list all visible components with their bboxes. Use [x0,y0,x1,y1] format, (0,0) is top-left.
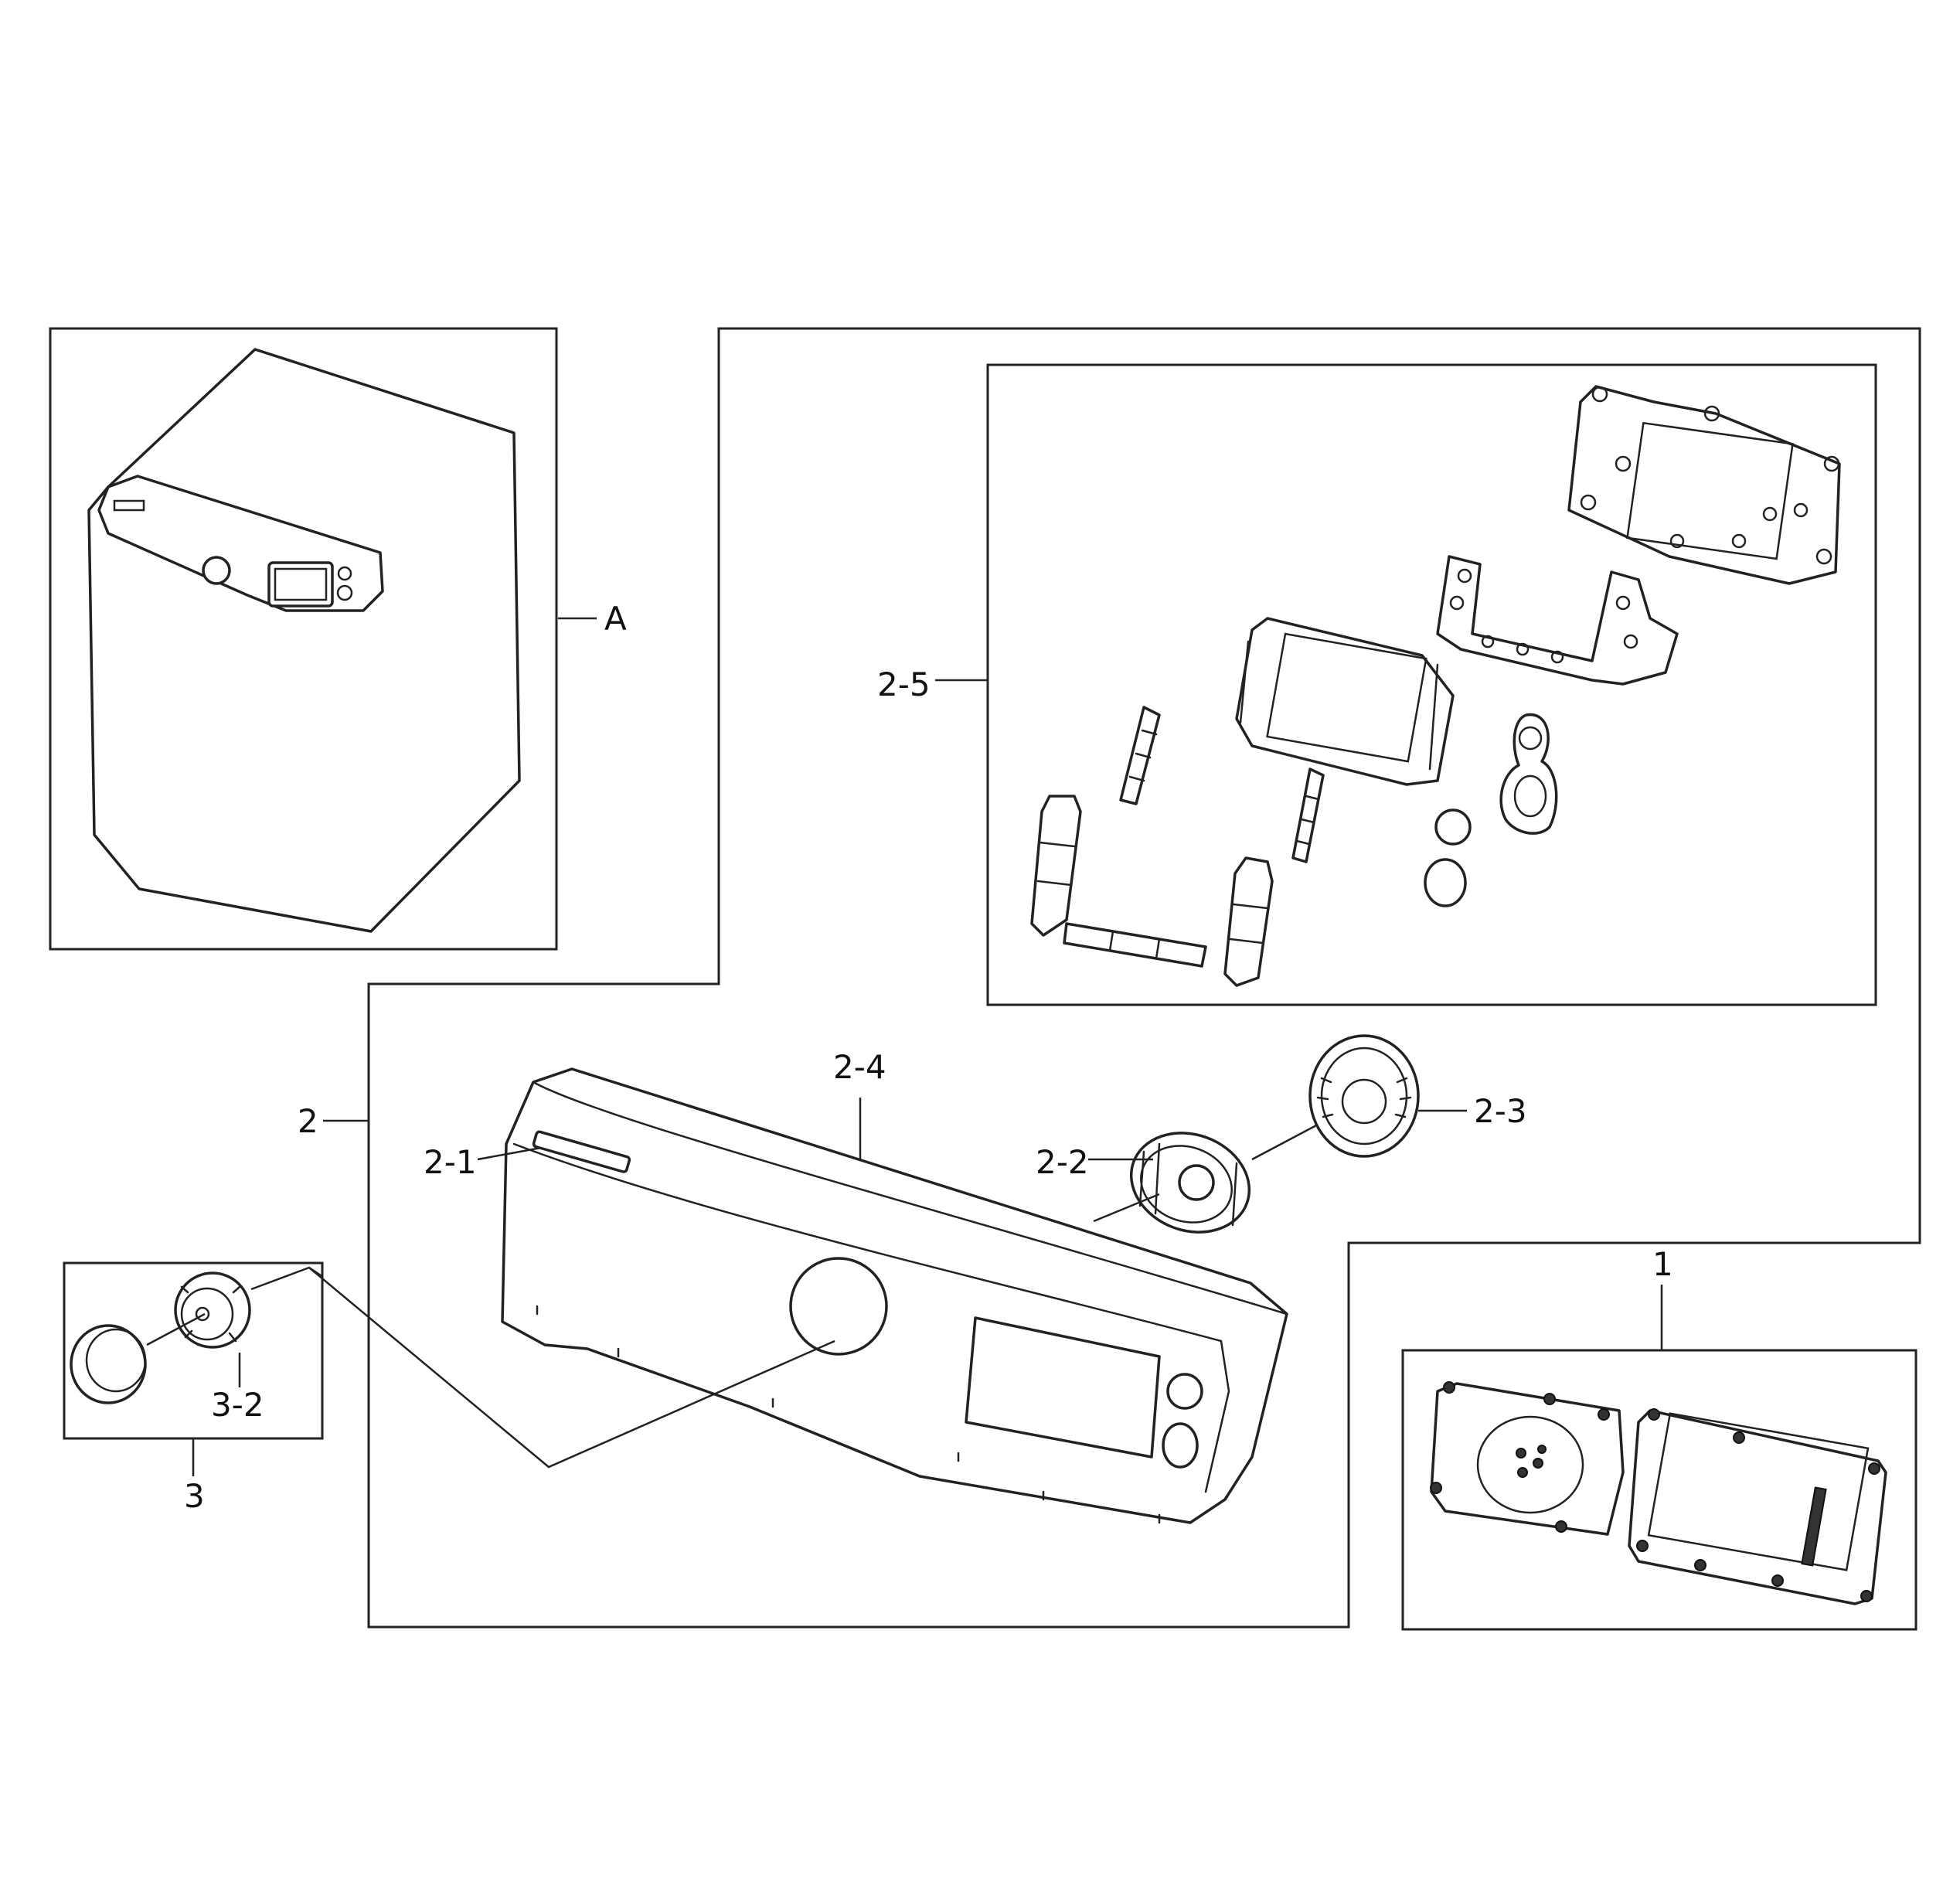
power-button-holder [1499,713,1558,835]
button-cover-left [1030,795,1082,937]
button-cover-right [1223,856,1274,987]
callout-2-5: 2-5 [877,665,931,703]
lcd-window-frame [1235,617,1455,786]
button-strip-mid [1291,768,1325,863]
knob-holder-3-2 [174,1271,251,1349]
washer-cabinet [87,348,521,933]
frame-assembly-a [49,327,558,951]
callout-3: 3 [184,1477,205,1515]
display-bracket-top [1567,385,1841,585]
button-bar-bottom [1063,922,1207,968]
frame-control-panel [367,327,1921,1629]
leader-2-2-to-panel [1093,1193,1160,1223]
frame-pcb-1 [1401,1349,1917,1631]
callout-2-1: 2-1 [424,1143,477,1181]
callout-2-3: 2-3 [1474,1092,1527,1130]
leader-2-3-to-ring [1251,1123,1319,1161]
button-holder-frame [1436,555,1679,686]
callout-a: A [604,600,627,638]
callout-2: 2 [298,1102,318,1140]
frame-sub-assembly-2-5 [986,363,1877,1006]
leader-knob-axis [146,1312,206,1346]
callout-1: 1 [1652,1245,1673,1283]
knob-cap [70,1324,147,1404]
leader-2-1 [477,1146,542,1161]
main-pcb-assembly [1430,1381,1887,1605]
callout-3-2: 3-2 [211,1386,264,1424]
callout-2-2: 2-2 [1036,1143,1089,1181]
power-button-small [1434,808,1472,846]
callout-2-4: 2-4 [833,1048,886,1086]
button-strip-left [1119,706,1161,805]
knob-ring-2-2 [1129,1132,1251,1234]
control-panel-body [501,1067,1288,1524]
leader-knob-to-panel [250,1266,835,1469]
start-button-small [1424,858,1467,907]
knob-base-2-3 [1308,1034,1420,1158]
